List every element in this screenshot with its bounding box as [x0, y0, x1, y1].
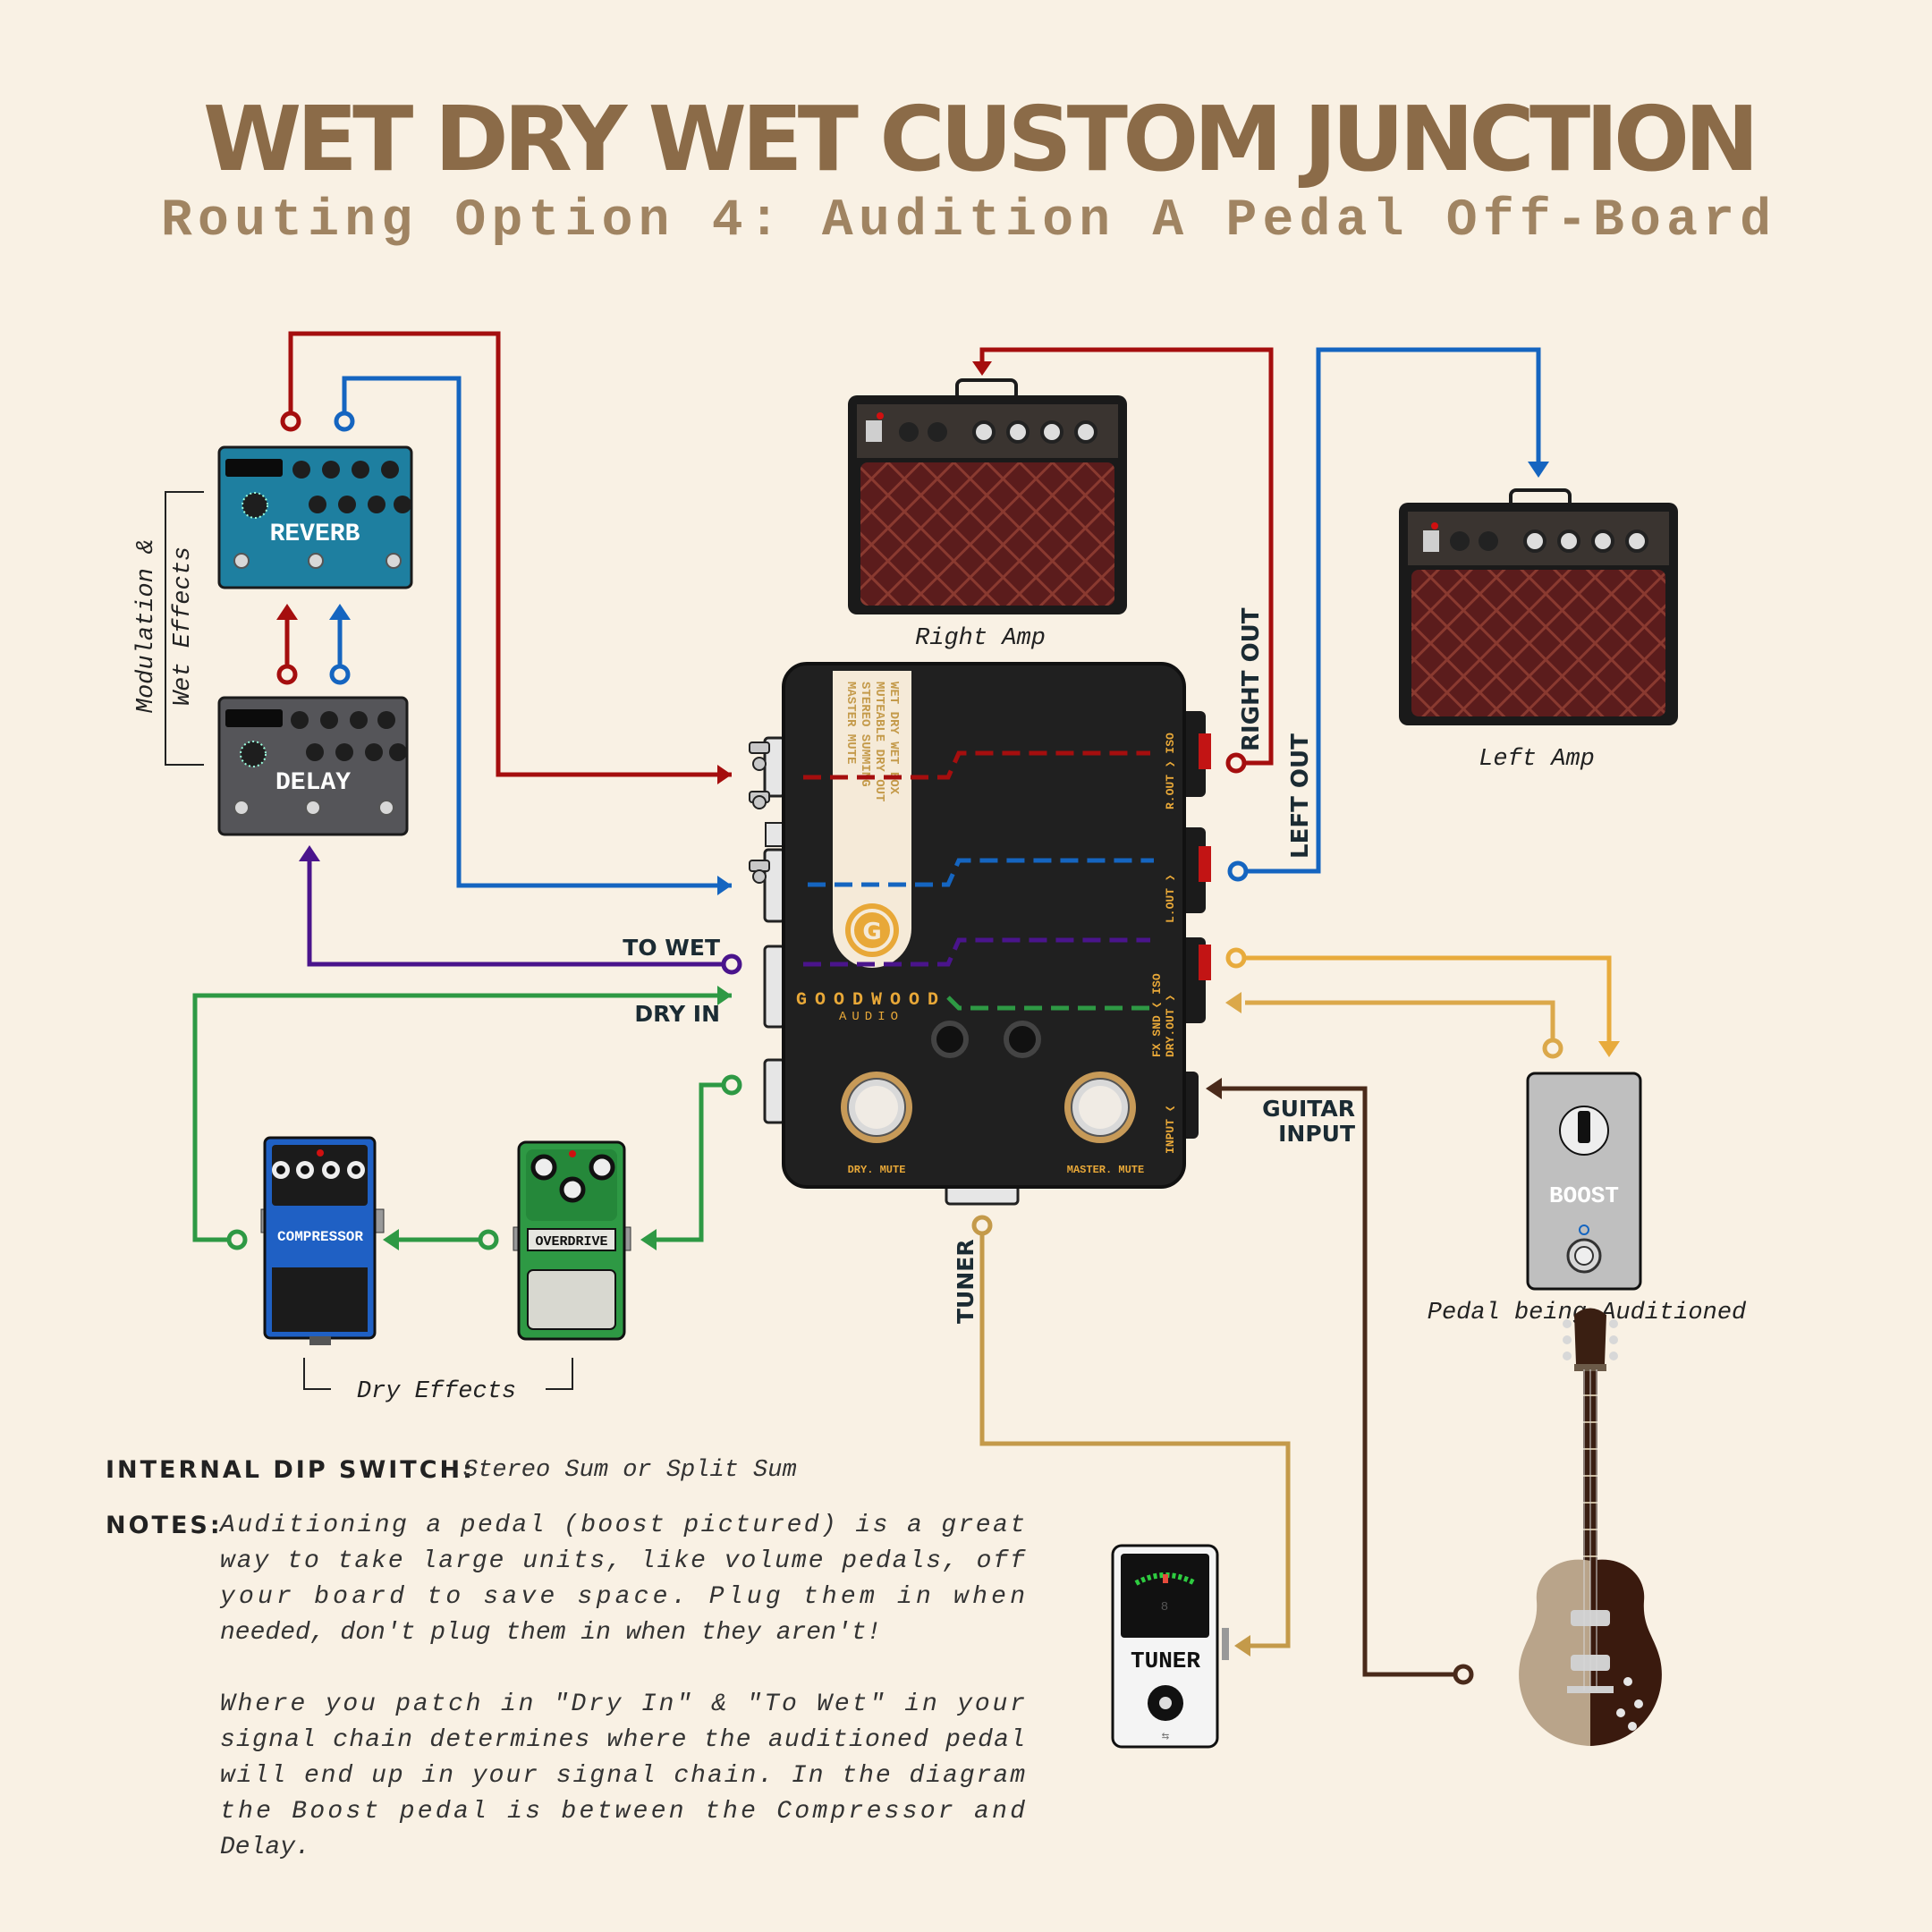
notes-para2-line2: signal chain determines where the auditi… — [220, 1726, 1025, 1754]
junction-brand-sub: AUDIO — [839, 1010, 903, 1024]
cable-reverb-red — [288, 331, 732, 777]
left-amp — [1399, 488, 1678, 725]
cable-plugs — [226, 411, 1563, 1685]
cable-guitar — [1218, 1086, 1463, 1677]
reverb-label: REVERB — [270, 521, 360, 548]
left-out-label: LEFT OUT — [1287, 733, 1314, 859]
notes-para1-line4: needed, don't plug them in when they are… — [220, 1619, 881, 1647]
guitar-input-label-line2: INPUT — [1278, 1121, 1355, 1147]
junction-box: G WET DRY WET BOX MUTEABLE DRY OUT STERE… — [749, 662, 1211, 1206]
cables — [192, 331, 1612, 1677]
cable-arrows — [276, 361, 1620, 1657]
notes-label: NOTES: — [106, 1512, 223, 1539]
guitar-input-label-line1: GUITAR — [1262, 1096, 1355, 1122]
cable-tuner — [979, 1225, 1291, 1648]
to-wet-label: TO WET — [623, 935, 720, 961]
overdrive-pedal: OVERDRIVE — [513, 1140, 631, 1341]
notes-block: INTERNAL DIP SWITCH: Stereo Sum or Split… — [106, 1456, 1026, 1861]
cable-fx-send — [1236, 955, 1612, 1043]
junction-label-line2: MUTEABLE DRY OUT — [872, 682, 886, 801]
junction-label-line1: WET DRY WET BOX — [886, 682, 901, 795]
jack-label-input: INPUT ❮ — [1164, 1105, 1177, 1154]
dry-effects-bracket — [303, 1358, 573, 1390]
notes-para2-line4: the Boost pedal is between the Compresso… — [220, 1798, 1025, 1826]
compressor-pedal: COMPRESSOR — [260, 1136, 385, 1345]
junction-label-line4: MASTER MUTE — [843, 682, 858, 764]
overdrive-label: OVERDRIVE — [535, 1234, 607, 1250]
jack-label-dryout: DRY.OUT ❯ — [1164, 995, 1177, 1057]
boost-pedal: BOOST — [1526, 1072, 1642, 1291]
boost-label: BOOST — [1549, 1182, 1619, 1209]
tuner-label: TUNER — [1131, 1648, 1200, 1674]
cable-reverb-blue — [342, 376, 732, 888]
cable-right-out — [979, 347, 1274, 766]
delay-pedal: DELAY — [217, 696, 409, 836]
dry-effects-label: Dry Effects — [357, 1378, 516, 1405]
left-amp-label: Left Amp — [1479, 746, 1595, 773]
dip-switch-label: INTERNAL DIP SWITCH: — [106, 1456, 475, 1484]
page-subtitle: Routing Option 4: Audition A Pedal Off-B… — [161, 192, 1771, 250]
svg-text:G: G — [862, 919, 881, 945]
jack-label-fxsnd: FX SND ❮ ISO — [1150, 973, 1164, 1057]
notes-para1-line3: your board to save space. Plug them in w… — [219, 1583, 1025, 1611]
junction-label-line3: STEREO SUMMING — [858, 682, 872, 787]
delay-label: DELAY — [275, 769, 351, 797]
svg-text:8: 8 — [1161, 1600, 1168, 1614]
footswitch-right-label: MASTER. MUTE — [1067, 1164, 1144, 1176]
notes-para1-line1: Auditioning a pedal (boost pictured) is … — [218, 1512, 1025, 1539]
tuner-cable-label: TUNER — [953, 1239, 979, 1324]
dry-in-label: DRY IN — [634, 1001, 720, 1027]
page-title: WET DRY WET CUSTOM JUNCTION — [203, 87, 1759, 191]
wet-effects-label-line2: Wet Effects — [170, 547, 197, 706]
cable-left-out — [1238, 347, 1541, 874]
footswitch-left-label: DRY. MUTE — [848, 1164, 906, 1176]
wet-effects-label-line1: Modulation & — [133, 539, 160, 713]
jack-label-lout: L.OUT ❯ — [1164, 874, 1177, 923]
jack-label-rout: R.OUT ❯ ISO — [1164, 733, 1177, 809]
compressor-label: COMPRESSOR — [277, 1229, 363, 1245]
notes-para2-line1: Where you patch in "Dry In" & "To Wet" i… — [220, 1690, 1025, 1718]
junction-brand: GOODWOOD — [796, 990, 946, 1011]
notes-para2-line5: Delay. — [220, 1834, 310, 1861]
tuner-pedal: 8 TUNER ⇆ — [1111, 1544, 1229, 1749]
cable-boost-return — [1245, 1000, 1555, 1046]
cable-to-wet — [307, 854, 732, 967]
guitar-icon — [1519, 1308, 1662, 1746]
right-out-label: RIGHT OUT — [1238, 607, 1265, 751]
reverb-pedal: REVERB — [217, 445, 413, 589]
notes-para2-line3: will end up in your signal chain. In the… — [220, 1762, 1025, 1790]
right-amp-label: Right Amp — [915, 625, 1046, 652]
cable-junction-od — [651, 1082, 732, 1242]
svg-text:⇆: ⇆ — [1162, 1730, 1169, 1744]
dip-switch-value: Stereo Sum or Split Sum — [463, 1457, 797, 1484]
notes-para1-line2: way to take large units, like volume ped… — [220, 1547, 1026, 1575]
wet-effects-bracket — [165, 491, 204, 766]
right-amp — [848, 378, 1127, 614]
cable-dry-in — [192, 993, 732, 1242]
